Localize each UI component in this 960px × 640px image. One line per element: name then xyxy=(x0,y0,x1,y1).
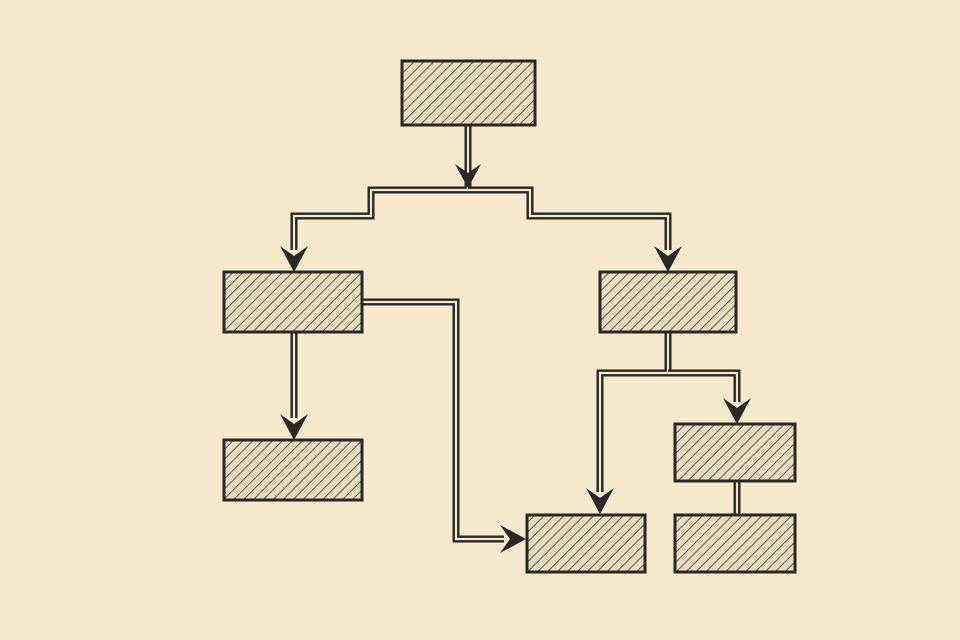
node-left-child xyxy=(222,438,364,502)
node-right xyxy=(598,270,738,334)
arrowhead-icon xyxy=(280,414,308,440)
node-root xyxy=(400,59,537,127)
edge-left-bottom-center xyxy=(362,298,526,553)
node-left xyxy=(222,270,364,334)
edge-right-right-child xyxy=(668,369,751,424)
edge-left-left-child xyxy=(280,333,308,440)
arrowhead-icon xyxy=(280,246,308,272)
edge-right-bottom-center xyxy=(586,333,672,514)
edge-root-left xyxy=(280,126,472,272)
node-bottom-center xyxy=(525,513,647,574)
node-right-grandchild xyxy=(673,513,797,574)
arrowhead-icon xyxy=(500,525,526,553)
node-right-child xyxy=(673,422,797,483)
edge-root-right xyxy=(468,186,682,272)
arrowhead-icon xyxy=(586,488,614,514)
arrowhead-icon xyxy=(654,246,682,272)
arrowhead-icon xyxy=(723,398,751,424)
arrowhead-icon xyxy=(455,164,481,188)
edge-root-stem-arrow xyxy=(455,164,481,188)
